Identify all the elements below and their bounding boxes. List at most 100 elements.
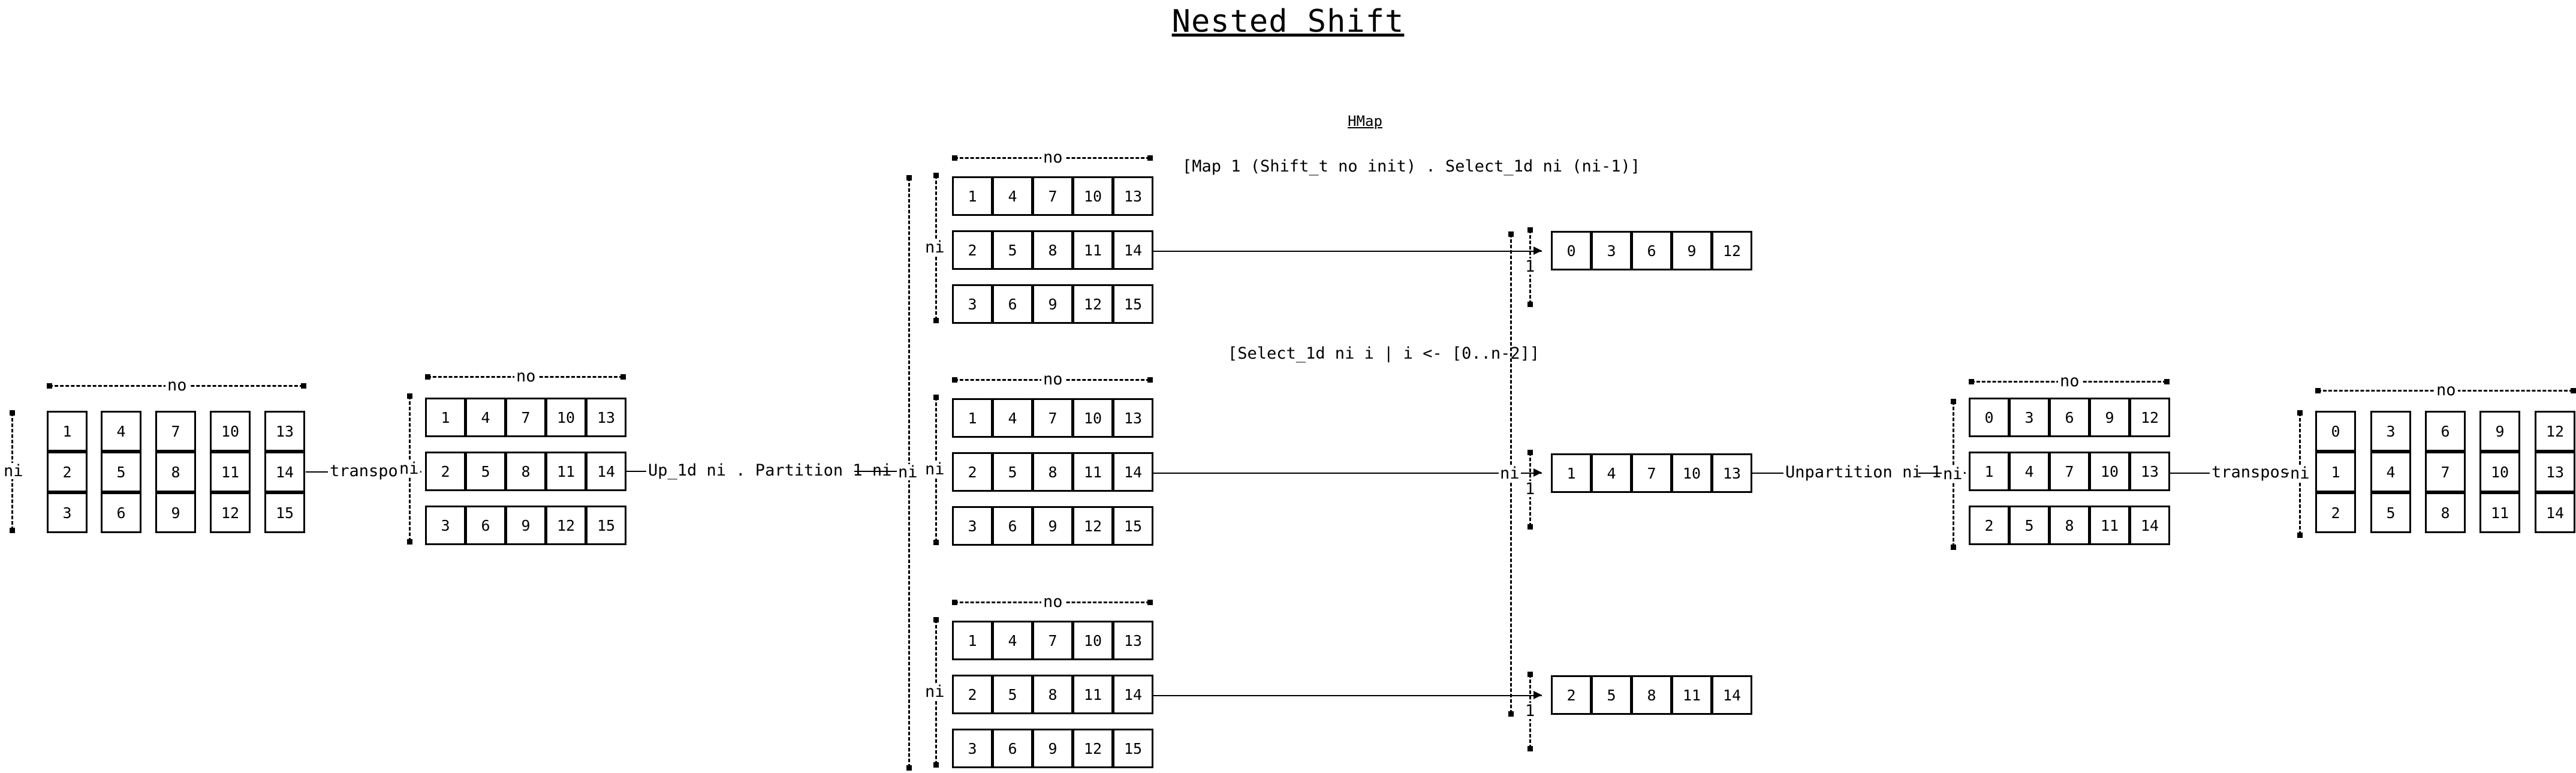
partition-group-cell: 15 xyxy=(1113,506,1153,546)
connector-line xyxy=(1153,251,1542,252)
connector-line xyxy=(306,471,328,473)
output-matrix-cell: 12 xyxy=(2535,411,2575,452)
partition-group-cell: 12 xyxy=(1072,284,1113,324)
input-matrix-cell: 14 xyxy=(264,452,305,492)
unpartitioned-matrix-cell: 12 xyxy=(2129,398,2170,437)
partition-group-cell: 6 xyxy=(992,506,1033,546)
dimension-endpoint xyxy=(2571,388,2576,393)
partition-group-cell: 3 xyxy=(952,506,993,546)
output-matrix-cell: 3 xyxy=(2370,411,2411,452)
partition-group-cell: 10 xyxy=(1072,176,1113,216)
dimension-endpoint xyxy=(407,539,412,545)
input-matrix-cell: 11 xyxy=(210,452,251,492)
transposed-matrix-cell: 4 xyxy=(465,398,506,437)
selected-row-1-dimension-label: 1 xyxy=(1524,702,1536,720)
unpartitioned-matrix-cell: 8 xyxy=(2049,506,2090,545)
dimension-endpoint xyxy=(2164,379,2170,384)
dimension-endpoint xyxy=(933,617,939,622)
partition-group-cell: 7 xyxy=(1032,176,1073,216)
dimension-endpoint xyxy=(906,765,912,771)
partition-group-cell: 2 xyxy=(952,452,993,492)
unpartitioned-matrix-cell: 11 xyxy=(2089,506,2130,545)
output-matrix-cell: 0 xyxy=(2315,411,2356,452)
unpartitioned-matrix-cell: 10 xyxy=(2089,452,2130,491)
partition-group-cell: 5 xyxy=(992,452,1033,492)
connector-line xyxy=(1752,473,1783,474)
dimension-endpoint xyxy=(1527,227,1533,233)
selected-outer-ni-dimension-label: ni xyxy=(1499,464,1521,483)
unpartitioned-matrix-cell: 1 xyxy=(1969,452,2009,491)
dimension-endpoint xyxy=(906,175,912,181)
dimension-endpoint xyxy=(1527,524,1533,530)
partition-group-cell: 2 xyxy=(952,230,993,270)
selected-row-cell: 6 xyxy=(1631,231,1672,270)
unpartitioned-matrix-cell: 3 xyxy=(2009,398,2050,437)
unpartitioned-matrix-cell: 2 xyxy=(1969,506,2009,545)
unpartitioned-matrix-cell: 9 xyxy=(2089,398,2130,437)
partition-group-cell: 1 xyxy=(952,621,993,660)
partition-group-cell: 8 xyxy=(1032,230,1073,270)
partition-group-cell: 12 xyxy=(1072,506,1113,546)
connector-line xyxy=(1153,695,1542,696)
dimension-endpoint xyxy=(1527,450,1533,455)
selected-row-cell: 8 xyxy=(1631,675,1672,715)
dimension-endpoint xyxy=(952,377,957,383)
partition-group-no-dimension-label: no xyxy=(1041,149,1065,166)
dimension-endpoint xyxy=(1951,399,1956,404)
partition-group-cell: 10 xyxy=(1072,621,1113,660)
output-no-dimension-label: no xyxy=(2435,382,2458,398)
partition-group-cell: 11 xyxy=(1072,230,1113,270)
partition-group-ni-dimension-label: ni xyxy=(924,682,946,701)
partition-group-cell: 14 xyxy=(1113,230,1153,270)
selected-row-1-dimension-label: 1 xyxy=(1524,257,1536,276)
partition-group-cell: 9 xyxy=(1032,729,1073,768)
output-matrix-cell: 11 xyxy=(2479,492,2520,533)
transposed-matrix-cell: 8 xyxy=(505,452,546,491)
selected-row-cell: 12 xyxy=(1712,231,1752,270)
dimension-endpoint xyxy=(933,395,939,400)
connector-line xyxy=(1153,473,1542,474)
connector-line xyxy=(2170,473,2210,474)
output-matrix-cell: 10 xyxy=(2479,452,2520,492)
output-matrix-cell: 8 xyxy=(2425,492,2466,533)
partition-group-cell: 4 xyxy=(992,398,1033,438)
selected-row-cell: 3 xyxy=(1591,231,1632,270)
unpartitioned-matrix-cell: 5 xyxy=(2009,506,2050,545)
transposed-matrix-cell: 14 xyxy=(586,452,626,491)
transposed-matrix-cell: 11 xyxy=(546,452,586,491)
input-matrix-cell: 4 xyxy=(101,411,141,452)
transposed-matrix-cell: 3 xyxy=(425,506,466,545)
partition-group-cell: 4 xyxy=(992,176,1033,216)
output-matrix-cell: 2 xyxy=(2315,492,2356,533)
partition-group-cell: 5 xyxy=(992,675,1033,714)
dimension-endpoint xyxy=(1527,672,1533,677)
output-matrix-cell: 4 xyxy=(2370,452,2411,492)
dimension-endpoint xyxy=(933,173,939,178)
dimension-endpoint xyxy=(10,528,15,533)
output-matrix-cell: 6 xyxy=(2425,411,2466,452)
partition-group-no-dimension-label: no xyxy=(1041,371,1065,387)
transposed-matrix-cell: 15 xyxy=(586,506,626,545)
partition-group-cell: 9 xyxy=(1032,284,1073,324)
dimension-endpoint xyxy=(1951,545,1956,550)
output-matrix-cell: 14 xyxy=(2535,492,2575,533)
selected-row-cell: 7 xyxy=(1631,453,1672,493)
dimension-endpoint xyxy=(425,374,430,380)
input-matrix-cell: 7 xyxy=(155,411,196,452)
transposed-matrix-cell: 5 xyxy=(465,452,506,491)
selected-row-cell: 10 xyxy=(1671,453,1712,493)
input-matrix-cell: 13 xyxy=(264,411,305,452)
output-matrix-cell: 5 xyxy=(2370,492,2411,533)
selected-row-1-dimension-label: 1 xyxy=(1524,480,1536,498)
selected-row-cell: 2 xyxy=(1551,675,1592,715)
unpartitioned-matrix-cell: 13 xyxy=(2129,452,2170,491)
transposed-matrix-cell: 13 xyxy=(586,398,626,437)
partition-group-cell: 3 xyxy=(952,284,993,324)
partition-group-cell: 13 xyxy=(1113,621,1153,660)
partition-group-cell: 5 xyxy=(992,230,1033,270)
output-matrix-cell: 9 xyxy=(2479,411,2520,452)
page-title: Nested Shift xyxy=(1171,4,1405,40)
output-matrix-cell: 1 xyxy=(2315,452,2356,492)
hmap-label: HMap xyxy=(1348,113,1382,130)
